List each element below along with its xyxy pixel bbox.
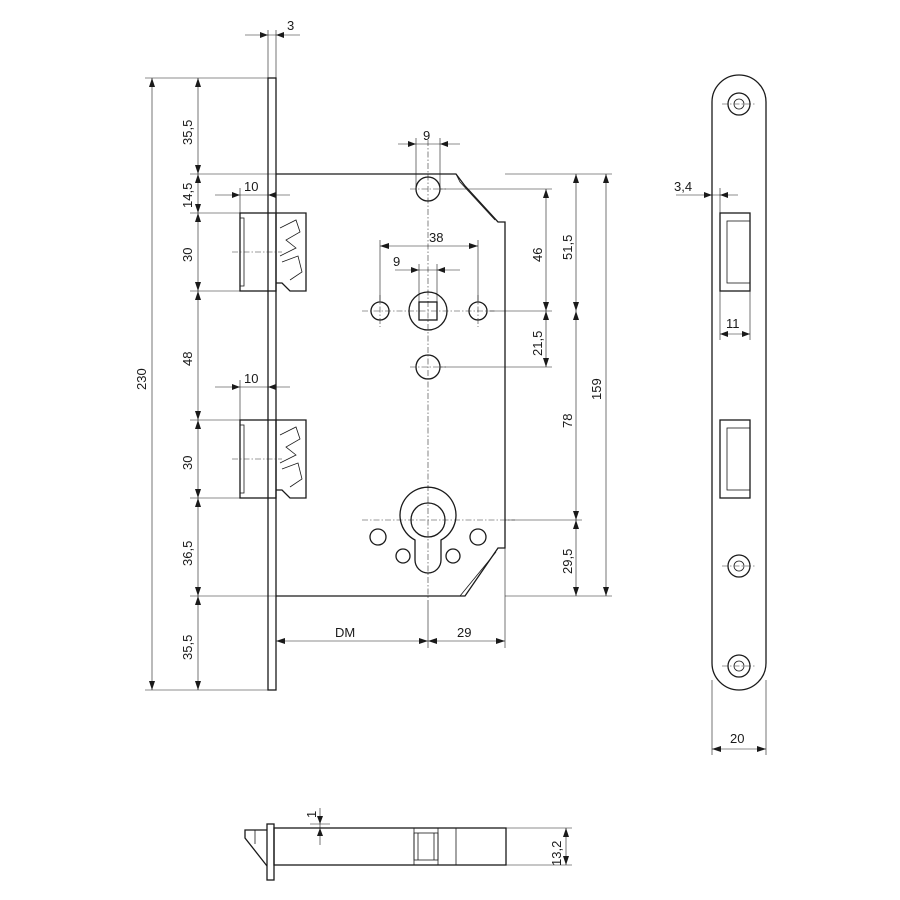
dim-faceplate-slot-offset: 3,4 [674, 179, 692, 194]
upper-latch [239, 212, 307, 292]
bottom-case [273, 827, 507, 866]
dim-cylinder-to-back: 29 [457, 625, 471, 640]
dim-top-to-spindle: 46 [530, 248, 545, 262]
spindle-hub [362, 291, 496, 331]
dim-plate-thickness: 3 [287, 18, 294, 33]
faceplate-view: 3,4 11 20 [674, 74, 767, 755]
lock-case-outline [276, 173, 506, 597]
dim-latch-protrusion-2: 10 [244, 371, 258, 386]
dim-bolt-gap: 14,5 [180, 183, 195, 208]
front-dimensions: 3 230 35,5 14,5 30 48 30 36,5 [134, 18, 612, 691]
dim-top-to-bolt: 35,5 [180, 120, 195, 145]
faceplate-latch-slot-lower [719, 419, 751, 499]
dim-body-thickness: 13,2 [549, 841, 564, 866]
dim-overall-height: 230 [134, 368, 149, 390]
faceplate-edge [267, 77, 277, 691]
faceplate-outline [711, 74, 767, 691]
cylinder-cutout [362, 486, 515, 574]
dim-latch-height-1: 30 [180, 248, 195, 262]
dim-cylinder-to-bottom: 29,5 [560, 549, 575, 574]
dim-top-to-spindle-outer: 51,5 [560, 235, 575, 260]
lower-latch [239, 419, 307, 499]
dim-bottom-gap: 35,5 [180, 635, 195, 660]
dim-upper-hole-dia: 9 [423, 128, 430, 143]
dim-lower-to-bottom: 36,5 [180, 541, 195, 566]
faceplate-latch-slot-upper [719, 212, 751, 292]
dim-faceplate-width: 20 [730, 731, 744, 746]
dim-latch-height-2: 30 [180, 456, 195, 470]
dim-spindle-square: 9 [393, 254, 400, 269]
dim-latch-protrusion-1: 10 [244, 179, 258, 194]
dim-spindle-to-lower-hole: 21,5 [530, 331, 545, 356]
dim-faceplate-slot-width: 11 [726, 316, 740, 331]
dim-case-height: 159 [589, 378, 604, 400]
dim-latch-spacing: 48 [180, 352, 195, 366]
bottom-view: 1 13,2 [244, 808, 572, 881]
bottom-faceplate [266, 823, 275, 881]
dim-spindle-hole-spacing: 38 [429, 230, 443, 245]
dim-bottom-offset: 1 [304, 811, 319, 818]
dim-spindle-to-cylinder: 78 [560, 414, 575, 428]
front-view [232, 77, 515, 691]
dim-backset: DM [335, 625, 355, 640]
